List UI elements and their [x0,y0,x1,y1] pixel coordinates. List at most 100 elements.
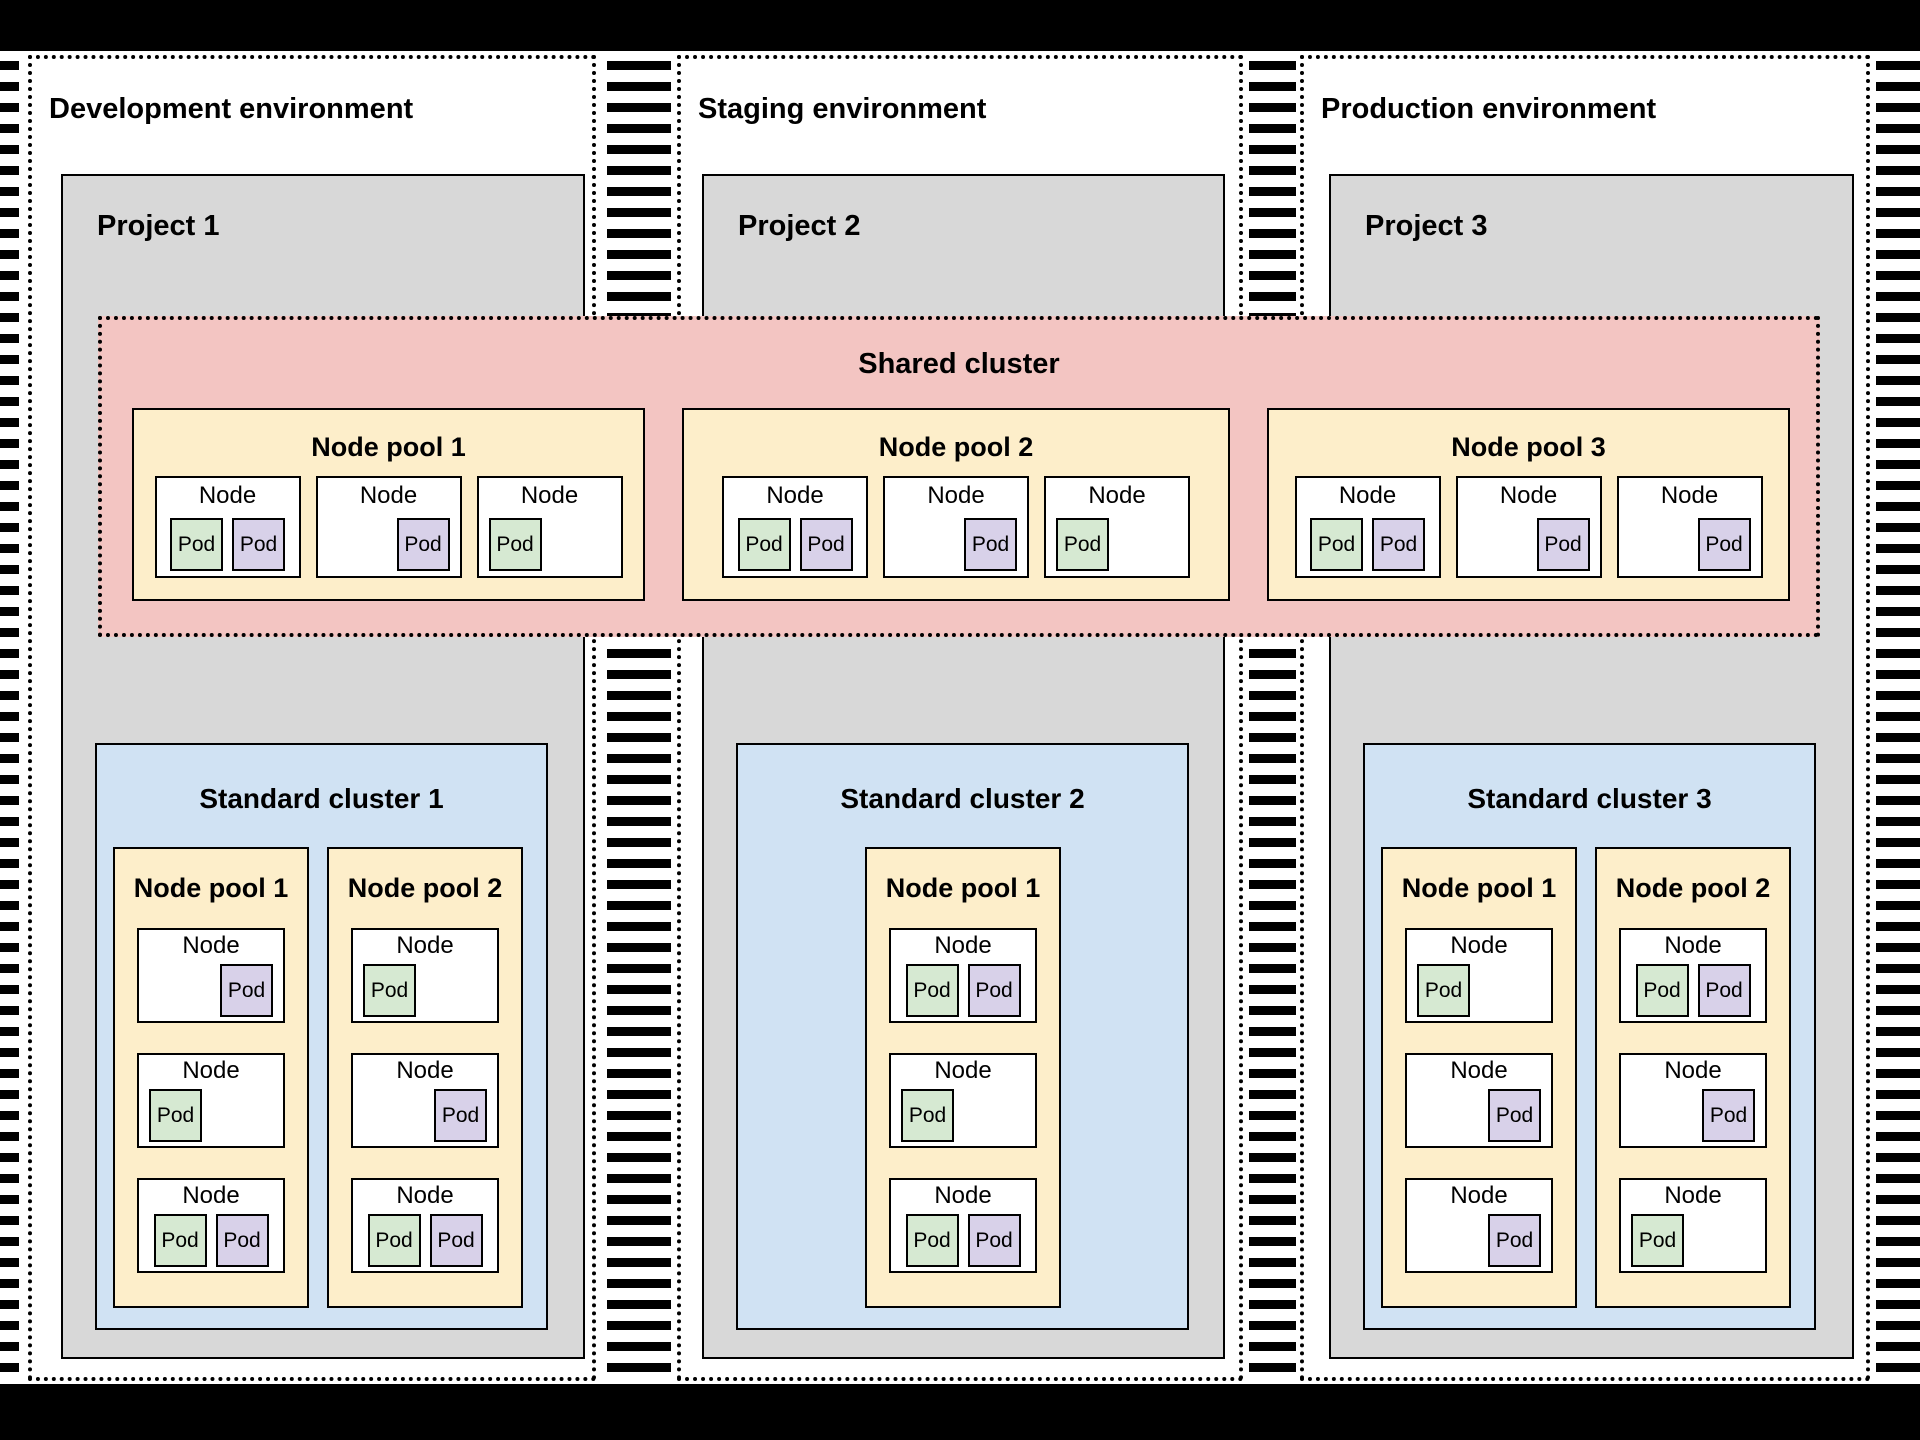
node-pool-title: Node pool 3 [1451,432,1606,462]
pod-label: Pod [223,1228,261,1252]
node-pool-title: Node pool 1 [885,873,1041,903]
pod-label: Pod [161,1228,199,1252]
pod-label: Pod [1495,1228,1534,1252]
node-label: Node [182,1057,240,1084]
pod-row: Pod [1407,964,1551,1017]
pod-label: Pod [971,532,1010,556]
node-label: Node [934,1182,992,1209]
node-label: Node [396,1182,454,1209]
pod-box: Pod [967,964,1021,1017]
pod-box: Pod [153,1214,207,1267]
pod-label: Pod [441,1103,480,1127]
pod-row: Pod Pod [139,1214,283,1267]
pod-box: Pod [1702,1089,1755,1142]
pod-label: Pod [1638,1228,1677,1252]
node-label: Node [396,932,454,959]
pod-row: Pod [1619,518,1761,571]
node-label: Node [520,482,579,509]
pod-box: Pod [1697,518,1751,571]
pod-box: Pod [905,1214,959,1267]
pod-label: Pod [745,532,783,556]
node-label: Node [1660,482,1719,509]
pod-box: Pod [363,964,416,1017]
pod-box: Pod [901,1089,954,1142]
pod-box: Pod [149,1089,202,1142]
pod-row: Pod [891,1089,1035,1142]
shared-cluster-title: Shared cluster [858,348,1060,380]
node-label: Node [1338,482,1397,509]
environment-title: Production environment [1321,93,1657,125]
pod-label: Pod [1063,532,1102,556]
pod-label: Pod [1705,978,1743,1002]
pod-row: Pod Pod [353,1214,497,1267]
node-pool-title: Node pool 2 [1615,873,1771,903]
pod-row: Pod [1621,1089,1765,1142]
standard-cluster-title: Standard cluster 2 [840,783,1085,814]
pod-row: Pod [1621,1214,1765,1267]
pod-box: Pod [488,518,542,571]
node-label: Node [934,932,992,959]
pod-row: Pod [139,1089,283,1142]
pod-row: Pod [353,1089,497,1142]
node-label: Node [1450,932,1508,959]
pod-row: Pod [885,518,1027,571]
pod-label: Pod [908,1103,947,1127]
pod-box: Pod [737,518,791,571]
pod-label: Pod [496,532,534,556]
node-label: Node [1664,1182,1722,1209]
pod-label: Pod [1643,978,1681,1002]
standard-cluster-title: Standard cluster 3 [1467,783,1712,814]
pod-row: Pod [479,518,621,571]
pod-box: Pod [964,518,1017,571]
pod-label: Pod [1705,532,1743,556]
pod-box: Pod [429,1214,483,1267]
pod-box: Pod [232,518,285,571]
pod-label: Pod [1379,532,1418,556]
pod-label: Pod [156,1103,195,1127]
pod-row: Pod [318,518,460,571]
node-pool-title: Node pool 2 [878,432,1034,462]
pod-label: Pod [177,532,216,556]
node-label: Node [1664,1057,1722,1084]
node-label: Node [182,1182,240,1209]
pod-box: Pod [1635,964,1689,1017]
pod-label: Pod [913,978,951,1002]
node-label: Node [198,482,257,509]
node-label: Node [766,482,824,509]
project-title: Project 2 [738,210,861,242]
pod-box: Pod [396,518,450,571]
pod-label: Pod [375,1228,413,1252]
pod-label: Pod [370,978,409,1002]
node-pool-title: Node pool 1 [1401,873,1557,903]
pod-label: Pod [913,1228,951,1252]
